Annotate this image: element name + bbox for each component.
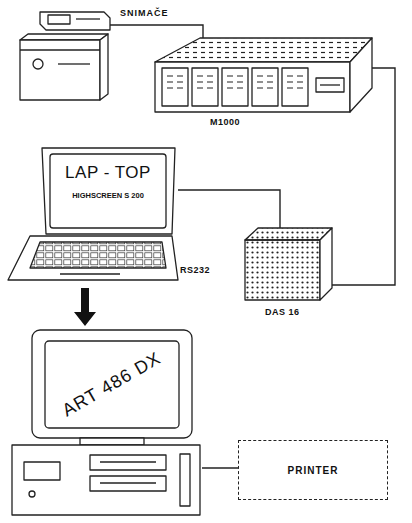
cable-line — [332, 68, 395, 285]
m1000-amplifier — [155, 38, 372, 112]
wire-path — [202, 467, 238, 468]
arrow-shape — [74, 288, 96, 326]
wire-path — [178, 190, 280, 228]
wire-path — [332, 68, 395, 285]
laptop-computer — [8, 148, 178, 280]
printer-box: PRINTER — [238, 440, 388, 500]
laptop-box: LAP - TOP HIGHSCREEN S 200 — [8, 146, 178, 282]
printer-label: PRINTER — [239, 465, 387, 476]
desktop-computer — [12, 330, 200, 515]
cable-line — [110, 25, 203, 38]
converter-box: DAS 16 — [245, 228, 332, 300]
amplifier-box: M1000 — [155, 38, 372, 114]
sensor-label: SNIMAČE — [120, 9, 169, 19]
screen-title: ART 486 DX — [59, 349, 164, 421]
flow-arrow — [74, 288, 96, 326]
device-label: DAS 16 — [265, 308, 300, 318]
screen-title: LAP - TOP — [50, 164, 166, 183]
interface-label: RS232 — [180, 266, 210, 276]
computer-box: ART 486 DX — [10, 328, 202, 516]
das16-converter — [245, 228, 332, 300]
wire-path — [110, 25, 203, 38]
device-label: M1000 — [210, 118, 240, 128]
sensor-box: SNIMAČE — [20, 4, 110, 102]
cable-line — [202, 468, 238, 469]
sensor-device — [20, 12, 110, 100]
screen-subtitle: HIGHSCREEN S 200 — [50, 192, 166, 200]
cable-line — [178, 190, 280, 228]
